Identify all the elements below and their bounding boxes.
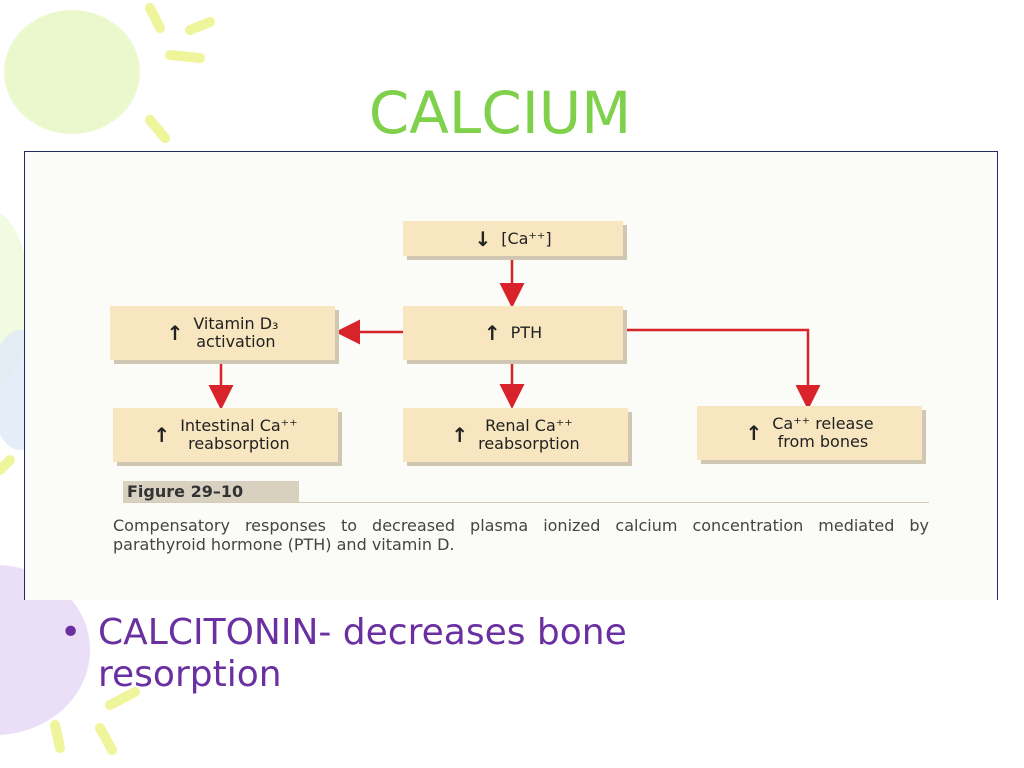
node-label: Renal Ca⁺⁺ reabsorption [478,416,580,453]
node-pth: ↑ PTH [403,306,623,360]
node-calcium-decrease: ↓ [Ca⁺⁺] [403,221,623,256]
bullet-text: CALCITONIN- decreases bone resorption [98,612,627,695]
node-label: Intestinal Ca⁺⁺ reabsorption [180,416,298,453]
arrow-pth-to-bones [623,328,821,410]
caption-divider [123,502,929,503]
figure-image: ↓ [Ca⁺⁺] ↑ PTH ↑ Vitamin D₃ activation ↑… [24,151,998,600]
node-label: PTH [510,323,543,342]
node-label: Ca⁺⁺ release from bones [772,414,874,451]
node-bone-release: ↑ Ca⁺⁺ release from bones [697,406,922,460]
up-arrow-icon: ↑ [166,321,184,345]
bullet-point: • [60,612,82,653]
node-label: [Ca⁺⁺] [501,228,552,248]
figure-caption-text: Compensatory responses to decreased plas… [113,516,929,554]
node-renal-reabsorption: ↑ Renal Ca⁺⁺ reabsorption [403,408,628,462]
up-arrow-icon: ↑ [153,423,171,447]
down-arrow-icon: ↓ [474,226,492,251]
up-arrow-icon: ↑ [483,321,501,345]
figure-caption-label: Figure 29–10 [123,481,299,503]
node-label: Vitamin D₃ activation [193,314,279,351]
up-arrow-icon: ↑ [451,423,469,447]
node-intestinal-reabsorption: ↑ Intestinal Ca⁺⁺ reabsorption [113,408,338,462]
flowchart-arrows [208,256,821,410]
up-arrow-icon: ↑ [745,421,763,445]
slide-title: CALCIUM [368,79,632,147]
node-vitamin-d-activation: ↑ Vitamin D₃ activation [110,306,335,360]
